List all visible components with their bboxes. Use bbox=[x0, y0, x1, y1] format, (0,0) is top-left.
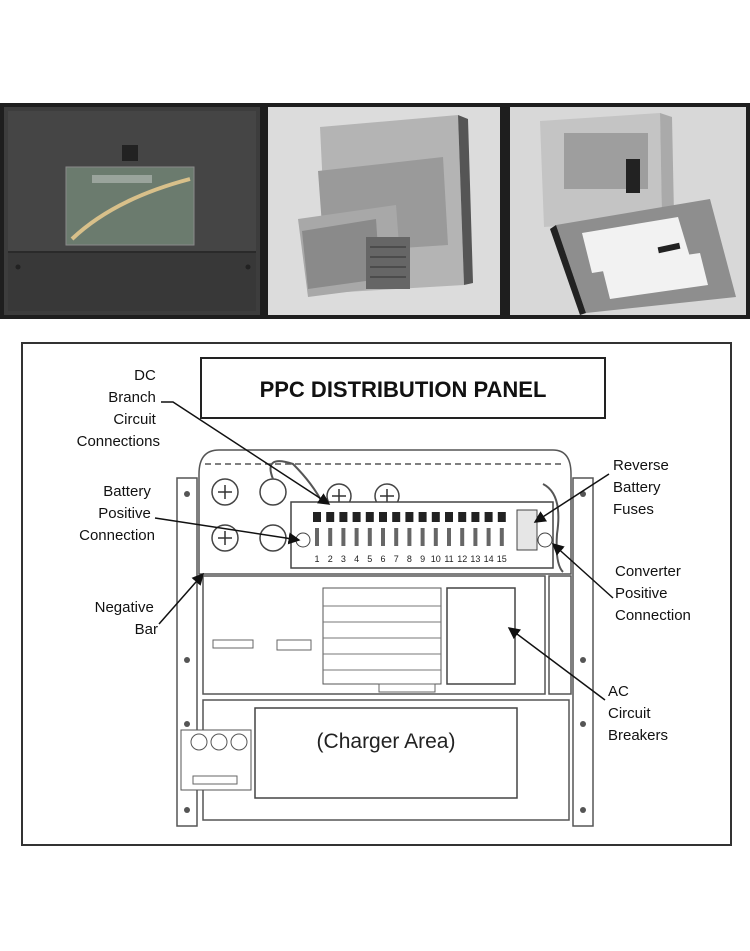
fuse-slot bbox=[339, 512, 348, 522]
photo-open-panel bbox=[510, 107, 746, 315]
leader-negative-bar bbox=[158, 572, 204, 625]
label-negative-bar: Negative Bar bbox=[95, 599, 158, 638]
fuse-number: 8 bbox=[407, 554, 412, 564]
leader-battery-positive bbox=[154, 517, 301, 545]
fuse-number: 3 bbox=[341, 554, 346, 564]
leader-reverse-battery bbox=[533, 473, 610, 523]
fuse-contact bbox=[328, 528, 333, 546]
fuse-number: 15 bbox=[497, 554, 507, 564]
fuse-slot bbox=[497, 512, 506, 522]
fuse-number: 4 bbox=[354, 554, 359, 564]
fuse-contact bbox=[354, 528, 359, 546]
fuse-slot bbox=[431, 512, 440, 522]
fuse-slot bbox=[418, 512, 427, 522]
fuse-contact bbox=[367, 528, 372, 546]
leader-dc-branch bbox=[161, 401, 331, 505]
photo-strip bbox=[0, 103, 750, 319]
fuse-number: 11 bbox=[444, 554, 453, 564]
fuse-slot bbox=[484, 512, 493, 522]
fuse-slot bbox=[365, 512, 374, 522]
fuse-contact bbox=[433, 528, 438, 546]
label-ac-breakers: AC Circuit Breakers bbox=[608, 683, 668, 744]
panel-housing bbox=[176, 449, 594, 827]
fuse-number: 5 bbox=[367, 554, 372, 564]
fuse-number: 9 bbox=[420, 554, 425, 564]
fuse-number: 13 bbox=[470, 554, 480, 564]
fuse-slot bbox=[313, 512, 321, 522]
ppc-distribution-panel-diagram: PPC DISTRIBUTION PANEL bbox=[21, 342, 732, 846]
fuse-contact bbox=[394, 528, 399, 546]
fuse-contact bbox=[460, 528, 465, 546]
fuse-slot bbox=[379, 512, 387, 522]
photo-side-view bbox=[268, 107, 500, 315]
title-box bbox=[200, 357, 606, 419]
leader-converter-positive bbox=[551, 542, 614, 599]
fuse-number: 10 bbox=[431, 554, 441, 564]
converter-positive-terminal bbox=[537, 532, 553, 548]
fuse-number: 14 bbox=[484, 554, 494, 564]
fuse-contact bbox=[447, 528, 451, 546]
fuse-contact bbox=[473, 528, 478, 546]
fuse-contact bbox=[499, 528, 504, 546]
label-reverse-battery: Reverse Battery Fuses bbox=[613, 457, 673, 518]
fuse-number: 1 bbox=[314, 554, 319, 564]
fuse-slot bbox=[405, 512, 414, 522]
fuse-contact bbox=[407, 528, 412, 546]
charger-area bbox=[254, 707, 518, 799]
fuse-contact bbox=[341, 528, 346, 546]
fuse-contact bbox=[420, 528, 425, 546]
fuse-number: 6 bbox=[380, 554, 385, 564]
fuse-slot bbox=[445, 512, 453, 522]
fuse-contact bbox=[315, 528, 319, 546]
fuse-slot bbox=[392, 512, 401, 522]
fuse-number: 12 bbox=[457, 554, 467, 564]
fuse-slot bbox=[352, 512, 361, 522]
fuse-contact bbox=[486, 528, 491, 546]
label-converter-positive: Converter Positive Connection bbox=[615, 563, 691, 624]
diagram-title: PPC DISTRIBUTION PANEL bbox=[260, 377, 547, 402]
leader-ac-breakers bbox=[507, 627, 606, 701]
charger-area-label: (Charger Area) bbox=[317, 730, 456, 753]
reverse-battery-fuse-block bbox=[516, 509, 538, 551]
fuse-number: 7 bbox=[394, 554, 399, 564]
fuse-slot bbox=[471, 512, 480, 522]
ac-breaker-block bbox=[446, 587, 516, 685]
photo-closed-panel bbox=[4, 107, 260, 315]
fuse-contact bbox=[381, 528, 385, 546]
label-battery-positive: Battery Positive Connection bbox=[79, 483, 155, 544]
fuse-slot bbox=[458, 512, 467, 522]
fuse-slot bbox=[326, 512, 335, 522]
fuse-number: 2 bbox=[328, 554, 333, 564]
label-dc-branch: DC Branch Circuit Connections bbox=[77, 367, 160, 450]
